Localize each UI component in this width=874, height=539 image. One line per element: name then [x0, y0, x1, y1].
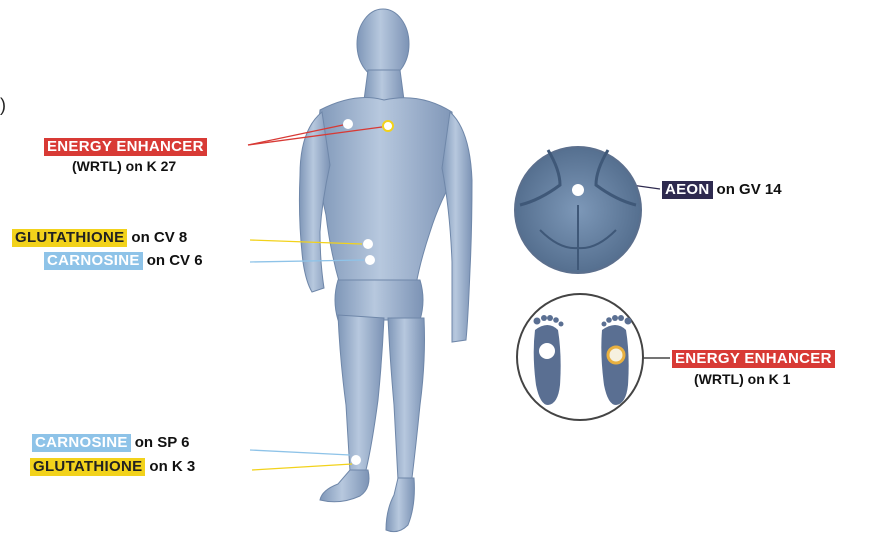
- tag-aeon: AEON: [662, 181, 713, 199]
- feet-inset: [517, 294, 643, 420]
- tag-glutathione: GLUTATHIONE: [30, 458, 145, 476]
- neck-inset: [515, 147, 641, 273]
- leader-sp6: [250, 450, 350, 455]
- label-suffix: on CV 8: [131, 229, 187, 246]
- acupoint-cv6: [365, 255, 375, 265]
- acupoint-gv14: [572, 184, 584, 196]
- label-suffix: on CV 6: [147, 252, 203, 269]
- label-energy-enhancer-k27-line2: (WRTL) on K 27: [72, 158, 176, 174]
- tag-energy-enhancer: ENERGY ENHANCER: [44, 138, 207, 156]
- acupoint-k1-left: [539, 343, 555, 359]
- label-suffix: on GV 14: [717, 181, 782, 198]
- panel-marker: ): [0, 95, 6, 116]
- label-suffix: on SP 6: [135, 434, 190, 451]
- label-suffix: on K 3: [149, 458, 195, 475]
- label-energy-enhancer-k1-line2: (WRTL) on K 1: [694, 371, 790, 387]
- acupoint-cv8: [363, 239, 373, 249]
- acupoint-k27-left: [343, 119, 353, 129]
- tag-carnosine: CARNOSINE: [32, 434, 131, 452]
- acupoint-k27-right: [383, 121, 393, 131]
- tag-glutathione: GLUTATHIONE: [12, 229, 127, 247]
- leader-k3: [252, 464, 352, 470]
- acupoint-sp6-k3: [351, 455, 361, 465]
- label-energy-enhancer-k1: ENERGY ENHANCER: [672, 350, 839, 368]
- label-energy-enhancer-k27: ENERGY ENHANCER: [44, 138, 211, 156]
- tag-energy-enhancer: ENERGY ENHANCER: [672, 350, 835, 368]
- acupoint-k1-right: [608, 347, 624, 363]
- tag-carnosine: CARNOSINE: [44, 252, 143, 270]
